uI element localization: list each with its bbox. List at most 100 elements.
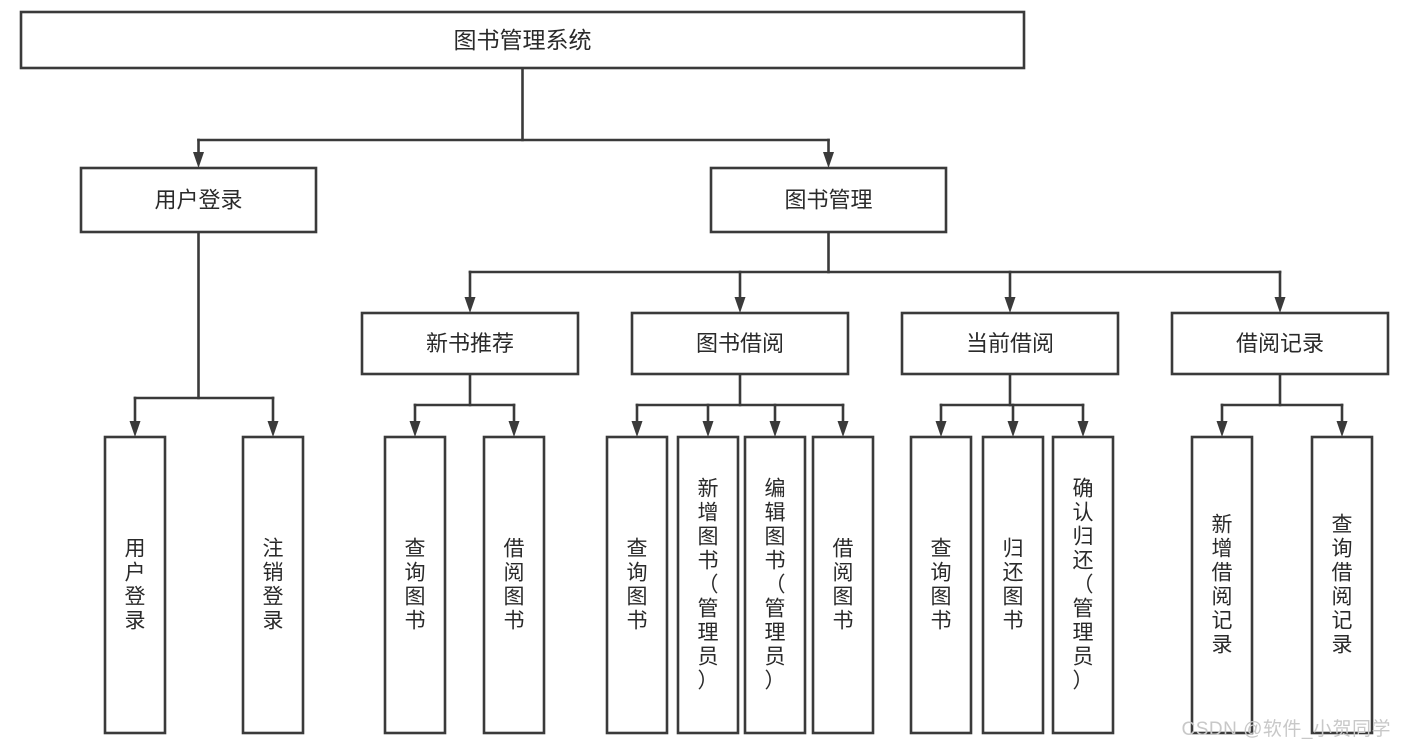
node-box[interactable] [900, 311, 1120, 376]
node-current-borrow[interactable]: 当前借阅 [900, 311, 1120, 376]
arrow-head-icon [1216, 421, 1228, 437]
connector-group-user-login [129, 230, 279, 437]
node-box[interactable] [79, 166, 318, 234]
arrow-head-icon [1336, 421, 1348, 437]
arrow-head-icon [129, 421, 141, 437]
node-label-char: 还 [1073, 550, 1094, 573]
connector-group-borrow-record [1216, 372, 1348, 437]
node-box[interactable] [241, 435, 305, 735]
node-label-char: 记 [1332, 610, 1353, 633]
node-label-char: 确 [1073, 478, 1094, 501]
arrow-head-icon [1274, 297, 1286, 313]
arrow-head-icon [837, 421, 849, 437]
node-label-char: 图 [504, 586, 525, 609]
node-box[interactable] [676, 435, 740, 735]
node-box[interactable] [743, 435, 807, 735]
node-label-char: 员 [1073, 646, 1094, 669]
node-label-char: 管 [698, 598, 719, 621]
arrow-head-icon [769, 421, 781, 437]
node-box[interactable] [1310, 435, 1374, 735]
node-box[interactable] [19, 10, 1026, 70]
arrow-head-icon [1077, 421, 1089, 437]
node-label-char: 图 [627, 586, 648, 609]
arrow-head-icon [823, 152, 834, 168]
node-label-char: 阅 [833, 562, 854, 585]
node-label-char: 记 [1212, 610, 1233, 633]
arrow-head-icon [508, 421, 520, 437]
node-user-login[interactable]: 用户登录 [79, 166, 318, 234]
node-label-char: 借 [504, 538, 525, 561]
node-label-char: 书 [833, 610, 854, 633]
node-label-char: ） [698, 670, 719, 693]
node-label-char: 查 [405, 538, 426, 561]
node-box[interactable] [482, 435, 546, 735]
node-book-management[interactable]: 图书管理 [709, 166, 948, 234]
node-box[interactable] [909, 435, 973, 735]
node-label-char: 还 [1003, 562, 1024, 585]
node-label-char: 书 [765, 550, 786, 573]
node-label-char: 录 [263, 610, 284, 633]
node-new-book-recommend[interactable]: 新书推荐 [360, 311, 580, 376]
arrow-head-icon [1007, 421, 1019, 437]
node-label-char: 书 [627, 610, 648, 633]
connector-group-book-borrow [631, 372, 849, 437]
node-label: 图书管理系统 [454, 27, 592, 53]
node-label-char: 归 [1073, 526, 1094, 549]
node-label-char: 图 [765, 526, 786, 549]
node-box[interactable] [630, 311, 850, 376]
connectors-layer [129, 66, 1348, 437]
node-box[interactable] [1190, 435, 1254, 735]
arrow-head-icon [935, 421, 947, 437]
node-box[interactable] [981, 435, 1045, 735]
node-borrow-record[interactable]: 借阅记录 [1170, 311, 1390, 376]
node-label-char: 辑 [765, 502, 786, 525]
node-root[interactable]: 图书管理系统 [19, 10, 1026, 70]
node-label-char: 借 [833, 538, 854, 561]
node-label-char: 理 [765, 622, 786, 645]
node-box[interactable] [103, 435, 167, 735]
node-label-char: 编 [765, 478, 786, 501]
node-label-char: 询 [627, 562, 648, 585]
node-label-char: 认 [1073, 502, 1094, 525]
node-label-char: 书 [405, 610, 426, 633]
node-box[interactable] [383, 435, 447, 735]
node-box[interactable] [811, 435, 875, 735]
node-box[interactable] [1170, 311, 1390, 376]
node-leaf-user-login[interactable]: 用户登录 [103, 435, 167, 735]
node-book-borrow[interactable]: 图书借阅 [630, 311, 850, 376]
node-label: 当前借阅 [966, 331, 1054, 356]
node-label: 新书推荐 [426, 331, 514, 356]
node-label-char: ） [1073, 670, 1094, 693]
node-label-char: （ [765, 574, 786, 597]
node-box[interactable] [1051, 435, 1115, 735]
node-label-char: 录 [1332, 634, 1353, 657]
node-label-char: 询 [405, 562, 426, 585]
node-box[interactable] [605, 435, 669, 735]
node-box[interactable] [709, 166, 948, 234]
node-label-char: 登 [263, 586, 284, 609]
node-label-char: 用 [125, 538, 146, 561]
node-label-char: 阅 [1332, 586, 1353, 609]
connector-group-new-book-recommend [409, 372, 520, 437]
node-label-char: （ [1073, 574, 1094, 597]
arrow-head-icon [464, 297, 476, 313]
arrow-head-icon [409, 421, 421, 437]
node-box[interactable] [360, 311, 580, 376]
node-label: 用户登录 [154, 188, 242, 213]
node-label-char: 图 [1003, 586, 1024, 609]
node-label-char: 阅 [1212, 586, 1233, 609]
